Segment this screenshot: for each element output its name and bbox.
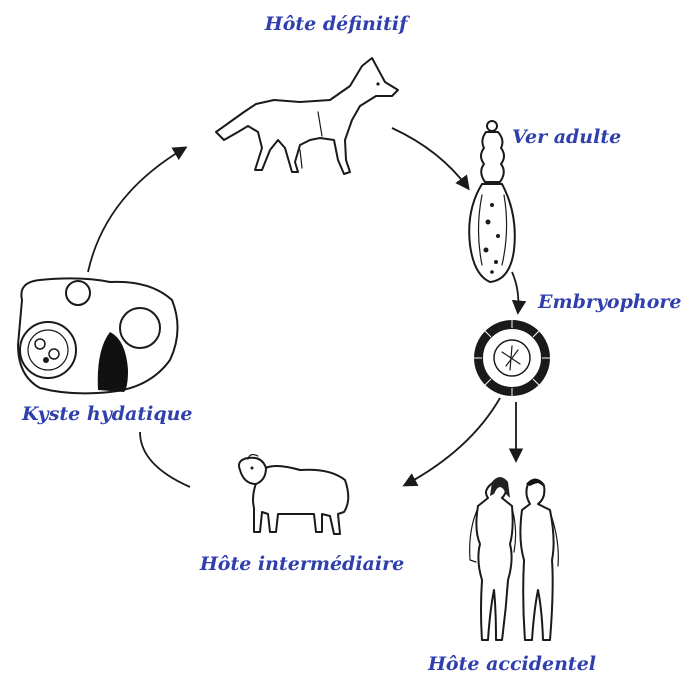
arrow-intermediate-host-to-cyst xyxy=(140,432,190,487)
label-accidental-host: Hôte accidentel xyxy=(427,653,596,675)
arrow-definitive-host-to-worm xyxy=(392,128,468,188)
humans-illustration xyxy=(470,477,559,640)
adult-worm-illustration xyxy=(469,121,515,282)
label-embryophore: Embryophore xyxy=(537,291,681,313)
label-intermediate-host: Hôte intermédiaire xyxy=(199,553,404,575)
label-definitive-host: Hôte définitif xyxy=(264,13,410,35)
embryophore-illustration xyxy=(474,320,550,396)
label-hydatid-cyst: Kyste hydatique xyxy=(21,403,193,425)
arrow-embryophore-to-intermediate-host xyxy=(405,398,500,485)
dog-illustration xyxy=(216,58,398,174)
arrow-cyst-to-definitive-host xyxy=(88,148,185,272)
label-adult-worm: Ver adulte xyxy=(512,126,621,148)
arrow-worm-to-embryophore xyxy=(512,272,518,312)
hydatid-cyst-illustration xyxy=(18,278,178,393)
sheep-illustration xyxy=(239,455,348,534)
